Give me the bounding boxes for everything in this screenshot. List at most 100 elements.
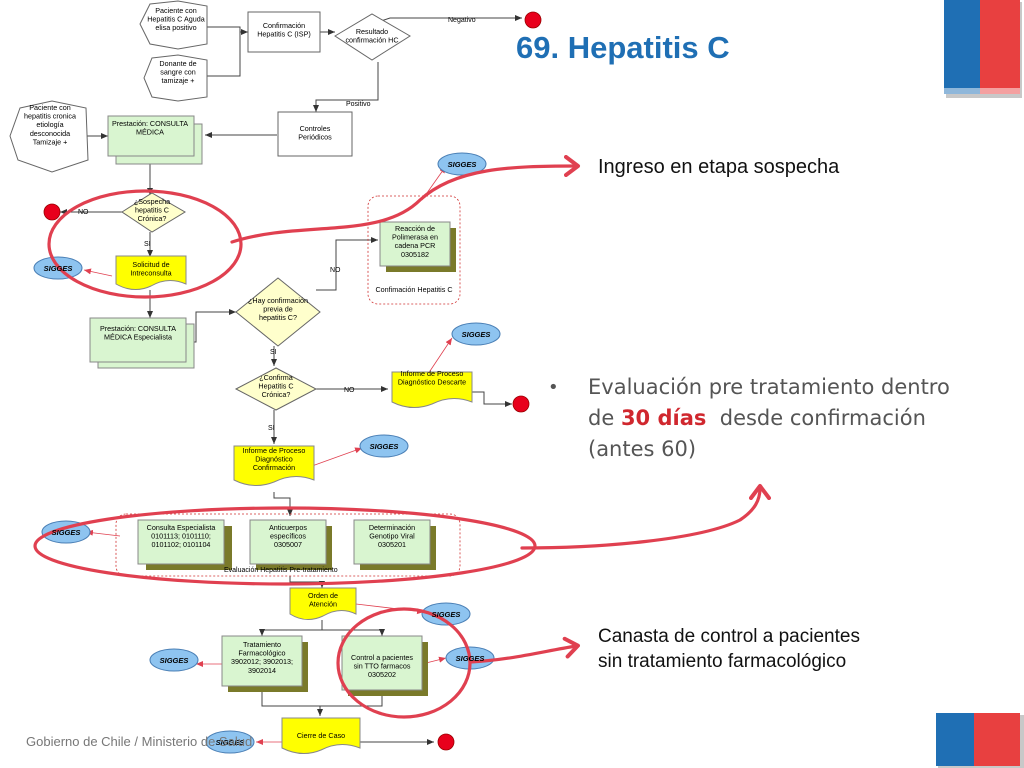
bullet-pre: Evaluación pre tratamiento dentro de: [588, 375, 950, 430]
label-line: Hepatitis C: [258, 382, 293, 391]
sigges-5: SIGGES: [52, 528, 81, 537]
label-line: desconocida: [30, 129, 70, 138]
label-line: 3902014: [248, 666, 276, 675]
label-line: confirmación HC: [345, 36, 398, 45]
label-line: Resultado: [356, 27, 388, 36]
label-line: Determinación: [369, 523, 415, 532]
label-line: Hepatitis C (ISP): [257, 30, 311, 39]
label-line: Intreconsulta: [130, 269, 171, 278]
label-line: Confimación Hepatitis C: [375, 285, 452, 294]
label-line: Cierre de Caso: [297, 731, 345, 740]
label-line: Orden de: [308, 591, 338, 600]
bullet-days: 30 días: [620, 406, 707, 430]
callout-canasta-line1: Canasta de control a pacientes: [598, 626, 860, 647]
label-line: Prestación: CONSULTA: [100, 324, 176, 333]
label-line: sin TTO farmacos: [354, 662, 411, 671]
label-line: sangre con: [160, 68, 196, 77]
label-line: MÉDICA: [136, 128, 164, 137]
start-hex-positivo: [139, 0, 208, 50]
label-si-sospecha: SI: [144, 241, 151, 248]
label-line: MÉDICA Especialista: [104, 333, 172, 342]
label-line: etiología: [36, 120, 63, 129]
label-line: 3902012; 3902013;: [231, 657, 293, 666]
bullet-text: Evaluación pre tratamiento dentro de 30 …: [588, 372, 958, 465]
label-line: Informe de Proceso: [243, 446, 306, 455]
label-line: Donante de: [159, 59, 196, 68]
sigges-1: SIGGES: [448, 160, 477, 169]
sigges-4: SIGGES: [370, 442, 399, 451]
label-line: Diagnóstico: [255, 455, 293, 464]
label-line: Genotipo Viral: [369, 532, 415, 541]
label-line: Control a pacientes: [351, 653, 413, 662]
label-line: Polimerasa en: [392, 233, 438, 242]
label-si-confirma: SI: [268, 425, 275, 432]
label-line: 0305182: [401, 250, 429, 259]
eval-group-label: Evaluación Hepatitis Pre-tratamiento: [224, 567, 338, 574]
label-line: cadena PCR: [395, 241, 436, 250]
label-line: tamizaje +: [162, 76, 195, 85]
label-line: Tratamiento: [243, 640, 281, 649]
label-line: Prestación: CONSULTA: [112, 119, 188, 128]
label-line: Paciente con: [29, 103, 71, 112]
callout-canasta: Canasta de control a pacientes sin trata…: [598, 624, 860, 674]
footer: Gobierno de Chile / Ministerio de Salud: [26, 734, 253, 749]
label-line: elisa positivo: [155, 23, 196, 32]
label-no-confirma: NO: [344, 387, 355, 394]
label-line: ¿Hay confirmación: [248, 296, 308, 305]
label-line: hepatitis C?: [259, 313, 297, 322]
label-line: Hepatitis C Aguda: [147, 15, 205, 24]
label-line: ¿Sospecha: [134, 197, 170, 206]
label-line: Reacción de: [395, 224, 435, 233]
label-line: Confirmación: [263, 21, 305, 30]
label-line: Informe de Proceso: [401, 369, 464, 378]
label-line: previa de: [263, 305, 293, 314]
sigges-3: SIGGES: [462, 330, 491, 339]
label-line: Diagnóstico Descarte: [398, 378, 466, 387]
start-hex-donor: [143, 54, 208, 102]
sigges-8: SIGGES: [456, 654, 485, 663]
bullet-dot-icon: •: [548, 377, 559, 398]
label-line: 0101113; 0101110;: [151, 532, 211, 541]
label-line: Crónica?: [138, 214, 167, 223]
sigges-6: SIGGES: [432, 610, 461, 619]
label-line: hepatitis C: [135, 206, 169, 215]
label-line: Crónica?: [262, 390, 291, 399]
label-line: 0305202: [368, 670, 396, 679]
label-positivo: Positivo: [346, 101, 371, 108]
label-no-sospecha: NO: [78, 209, 89, 216]
label-line: Anticuerpos: [269, 523, 307, 532]
sigges-9: SIGGES: [216, 738, 245, 747]
label-line: Tamizaje +: [33, 137, 68, 146]
label-line: 0305201: [378, 540, 406, 549]
callout-canasta-line2: sin tratamiento farmacológico: [598, 651, 847, 672]
sigges-7: SIGGES: [160, 656, 189, 665]
sigges-2: SIGGES: [44, 264, 73, 273]
label-line: 0101102; 0101104: [152, 540, 211, 549]
label-line: Controles: [300, 124, 331, 133]
label-line: Paciente con: [155, 6, 197, 15]
label-line: Periódicos: [298, 133, 332, 142]
label-line: Atención: [309, 600, 337, 609]
green-boxes: [89, 115, 456, 696]
